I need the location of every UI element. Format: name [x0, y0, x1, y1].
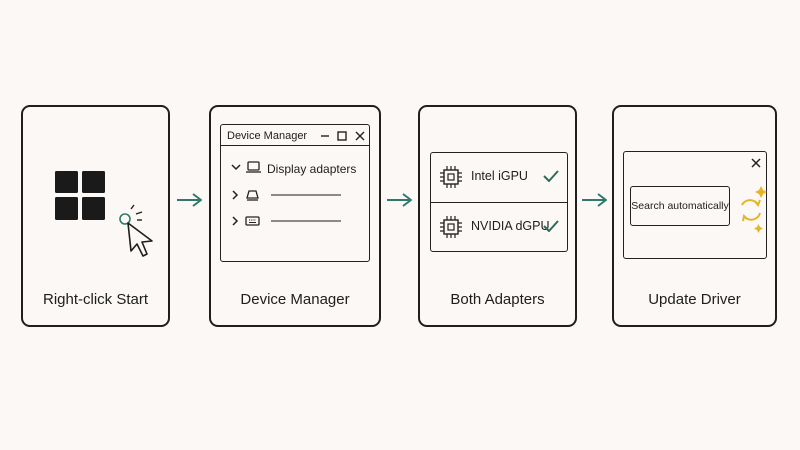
sparkle-icon: [754, 224, 763, 233]
search-automatically-button[interactable]: Search automatically: [630, 186, 730, 226]
close-icon: [355, 131, 365, 141]
drive-icon: [246, 190, 259, 201]
step-caption: Both Adapters: [450, 291, 545, 308]
cursor-click-icon: [119, 204, 153, 257]
tree-item-label: Display adapters: [267, 162, 357, 176]
close-icon[interactable]: [750, 157, 762, 169]
tree-item-drives[interactable]: [230, 189, 360, 203]
sparkle-icon: [755, 186, 767, 198]
step-update-driver: Search automatically Update Driver: [612, 105, 777, 327]
arrow-right-icon: [387, 193, 412, 207]
chevron-down-icon: [231, 164, 241, 171]
monitor-icon: [246, 161, 261, 173]
chevron-right-icon: [232, 190, 239, 200]
step-device-manager: Device Manager Display adapters: [209, 105, 381, 327]
step-caption: Device Manager: [240, 291, 350, 308]
step-both-adapters: Intel iGPU NVIDIA dGPU Both Adapters: [418, 105, 577, 327]
check-icon: [543, 220, 559, 232]
tree-item-keyboards[interactable]: [230, 215, 360, 229]
chevron-right-icon: [232, 216, 239, 226]
adapter-row-intel[interactable]: Intel iGPU: [430, 152, 568, 202]
maximize-icon: [337, 131, 347, 141]
chip-icon: [440, 216, 462, 238]
adapter-label: NVIDIA dGPU: [471, 219, 550, 233]
step-right-click-start: Right-click Start: [21, 105, 170, 327]
arrow-right-icon: [177, 193, 202, 207]
update-driver-dialog: Search automatically: [623, 151, 767, 259]
step-caption: Update Driver: [648, 291, 741, 308]
tree-item-display-adapters[interactable]: [230, 161, 264, 175]
device-manager-window: Device Manager Display adapters: [220, 124, 370, 262]
windows-logo-icon[interactable]: [53, 167, 168, 267]
keyboard-icon: [245, 216, 260, 226]
chip-icon: [440, 166, 462, 188]
check-icon: [543, 170, 559, 182]
step-caption: Right-click Start: [42, 291, 149, 308]
adapter-label: Intel iGPU: [471, 169, 528, 183]
window-controls: [321, 131, 365, 141]
arrow-right-icon: [582, 193, 607, 207]
refresh-icon: [741, 186, 767, 233]
window-title: Device Manager: [227, 130, 308, 142]
adapter-row-nvidia[interactable]: NVIDIA dGPU: [430, 202, 568, 252]
